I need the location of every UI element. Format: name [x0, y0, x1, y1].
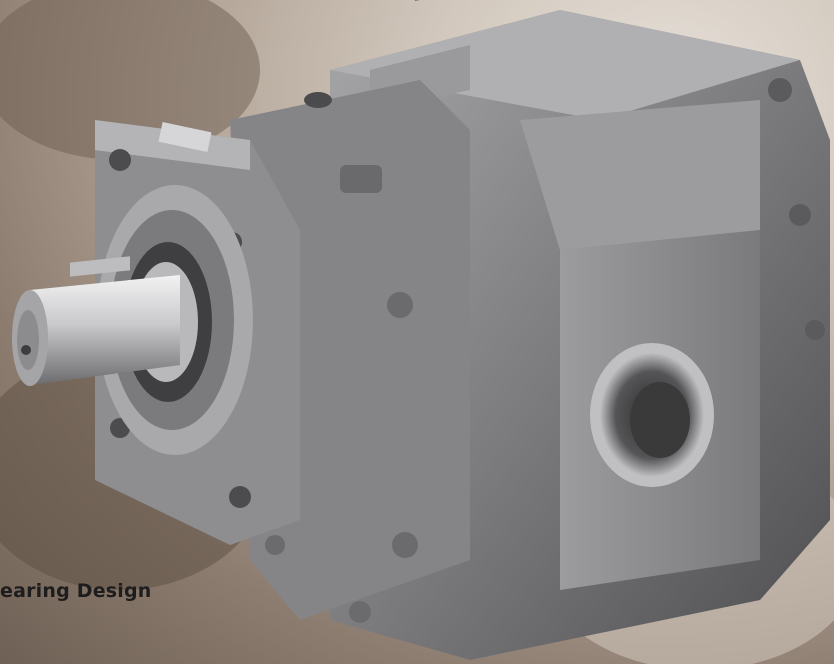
outlet-port	[590, 343, 714, 487]
drive-shaft	[12, 256, 180, 386]
pump-body	[230, 0, 830, 660]
caption-text: earing Design	[0, 580, 152, 602]
mounting-flange	[95, 120, 300, 545]
